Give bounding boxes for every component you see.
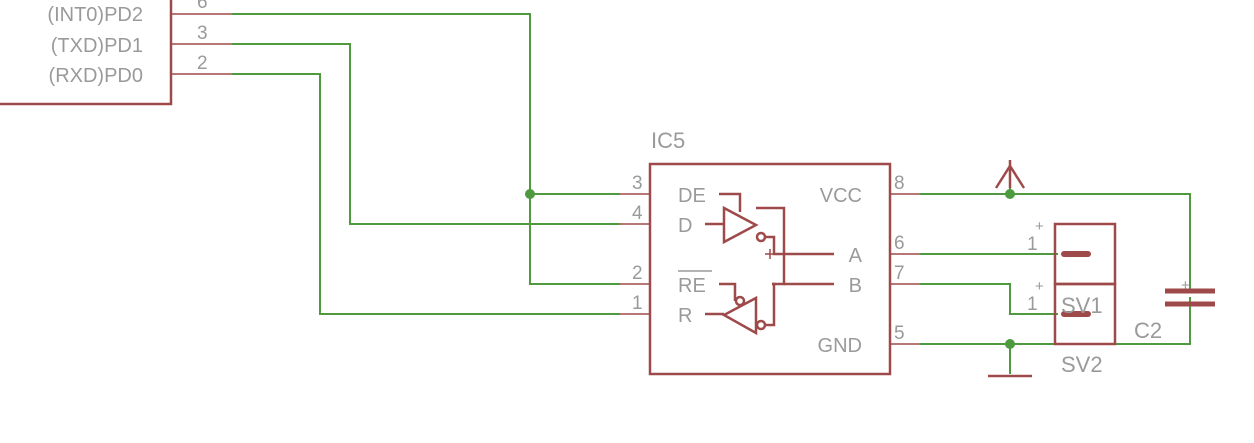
ic5-pin-number-de: 3 (632, 173, 643, 194)
capacitor-c2: + C2 (1134, 277, 1215, 343)
sv2-ref-label: SV2 (1061, 352, 1103, 377)
mcu-pin-name-pd2: (INT0)PD2 (47, 4, 143, 26)
ic5-label-b: B (849, 275, 862, 297)
net-rxd-r (232, 73, 620, 315)
c2-gap (1165, 291, 1215, 297)
net-txd-d (232, 43, 620, 225)
ic5-pin-number-b: 7 (894, 263, 905, 284)
junction-de (525, 189, 535, 199)
sv2-pin-number: 1 (1027, 294, 1038, 315)
ic5-symbol: IC5 3 4 2 1 8 6 7 5 DE D RE R VCC A B GN… (620, 128, 920, 376)
ic5-ref-label: IC5 (651, 128, 685, 153)
c2-ref-label: C2 (1134, 318, 1162, 343)
ic5-pin-number-vcc: 8 (894, 173, 905, 194)
ic5-body (648, 162, 892, 376)
ic5-pin-number-re: 2 (632, 263, 643, 284)
ic5-label-d: D (678, 215, 692, 237)
ic5-label-gnd: GND (818, 335, 862, 357)
ic5-label-de: DE (678, 185, 706, 207)
mcu-pin-number-pd2: 6 (197, 0, 208, 13)
junction-vcc (1005, 189, 1015, 199)
sv1-pin-number: 1 (1027, 234, 1038, 255)
mcu-pin-name-pd1: (TXD)PD1 (51, 35, 143, 57)
sv2-body (1053, 282, 1117, 346)
sv1-ref-label: SV1 (1061, 293, 1103, 318)
nets (232, 13, 1191, 374)
mcu-body (0, 0, 173, 106)
ic5-label-a: A (849, 245, 863, 267)
vcc-supply-icon (994, 160, 1026, 189)
ic5-pin-number-a: 6 (894, 233, 905, 254)
ic5-pin-number-gnd: 5 (894, 323, 905, 344)
sv2-plus: + (1035, 278, 1044, 295)
receiver-buffer-icon (705, 249, 834, 336)
net-pd2-de-re (232, 13, 620, 285)
ic5-pin-number-r: 1 (632, 293, 643, 314)
mcu-pin-number-pd1: 3 (197, 23, 208, 44)
mcu-symbol: (INT0)PD2 (TXD)PD1 (RXD)PD0 6 3 2 (0, 0, 232, 106)
driver-buffer-icon (705, 192, 834, 286)
ic5-pin-number-d: 4 (632, 203, 643, 224)
junction-gnd (1005, 339, 1015, 349)
mcu-pin-number-pd0: 2 (197, 53, 208, 74)
sv1-plus: + (1035, 218, 1044, 235)
net-b-sv2 (920, 283, 1058, 315)
mcu-pin-name-pd0: (RXD)PD0 (49, 65, 143, 87)
ic5-label-vcc: VCC (820, 185, 862, 207)
ic5-label-r: R (678, 305, 692, 327)
ic5-label-re: RE (678, 275, 706, 297)
connector-sv1-sv2: + + 1 1 SV1 SV2 (1027, 218, 1117, 377)
c2-plus: + (1181, 277, 1190, 294)
